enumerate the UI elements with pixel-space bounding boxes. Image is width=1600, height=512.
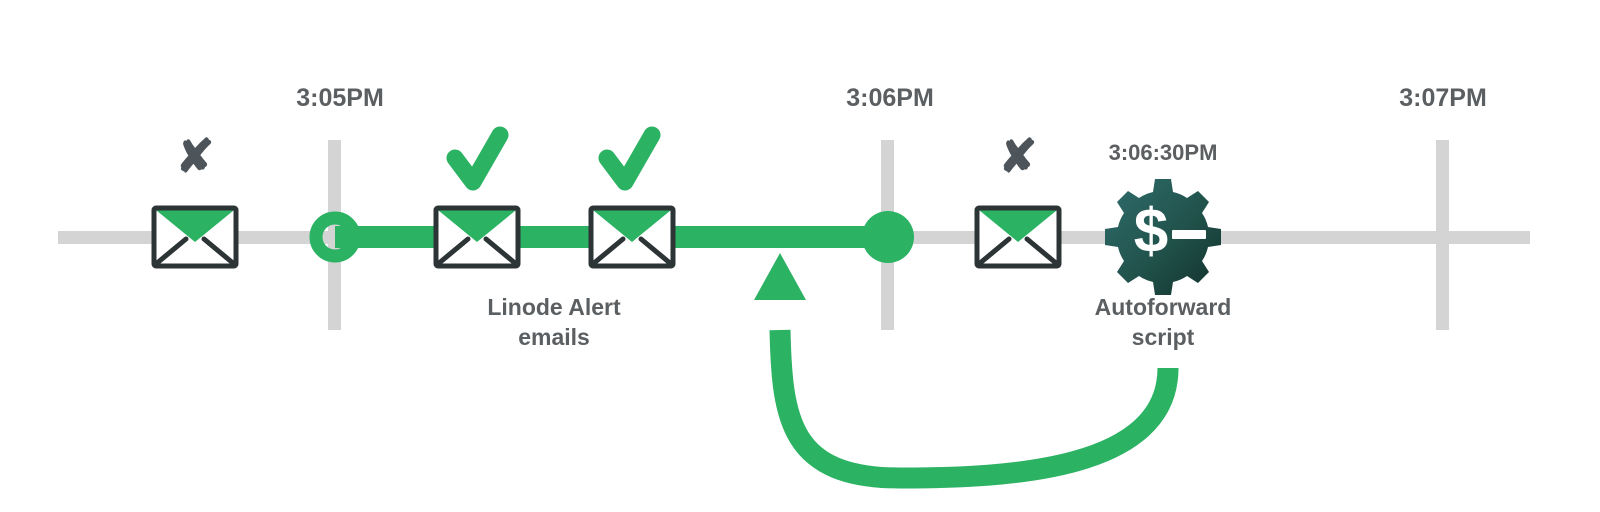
axis-label-307: 3:07PM — [1399, 84, 1487, 112]
autoforward-caption: Autoforward script — [1095, 292, 1232, 352]
envelope-icon-2 — [433, 205, 521, 269]
autoforward-script-time-label: 3:06:30PM — [1108, 140, 1218, 165]
envelope-icon-4 — [974, 205, 1062, 269]
linode-alert-caption-line1: Linode Alert — [487, 294, 621, 320]
marker-ring-305 — [309, 211, 361, 263]
marker-dot-306 — [862, 211, 914, 263]
axis-tick-305 — [328, 140, 341, 330]
autoforward-feedback-arrow — [754, 253, 1179, 489]
autoforward-caption-line2: script — [1131, 324, 1195, 350]
gear-dollar-icon: $ — [1105, 179, 1221, 295]
axis-label-305: 3:05PM — [296, 84, 384, 112]
svg-text:$: $ — [1134, 197, 1168, 266]
axis-label-306: 3:06PM — [846, 84, 934, 112]
check-icon-2 — [598, 126, 661, 191]
status-x-icon-2: ✘ — [998, 130, 1038, 182]
linode-alert-caption-line2: emails — [518, 324, 590, 350]
linode-alert-caption: Linode Alert emails — [487, 292, 620, 352]
status-x-icon-1: ✘ — [175, 130, 215, 182]
axis-tick-307 — [1436, 140, 1449, 330]
envelope-icon-1 — [151, 205, 239, 269]
check-icon-1 — [446, 126, 509, 191]
autoforward-caption-line1: Autoforward — [1094, 294, 1232, 320]
envelope-icon-3 — [588, 205, 676, 269]
